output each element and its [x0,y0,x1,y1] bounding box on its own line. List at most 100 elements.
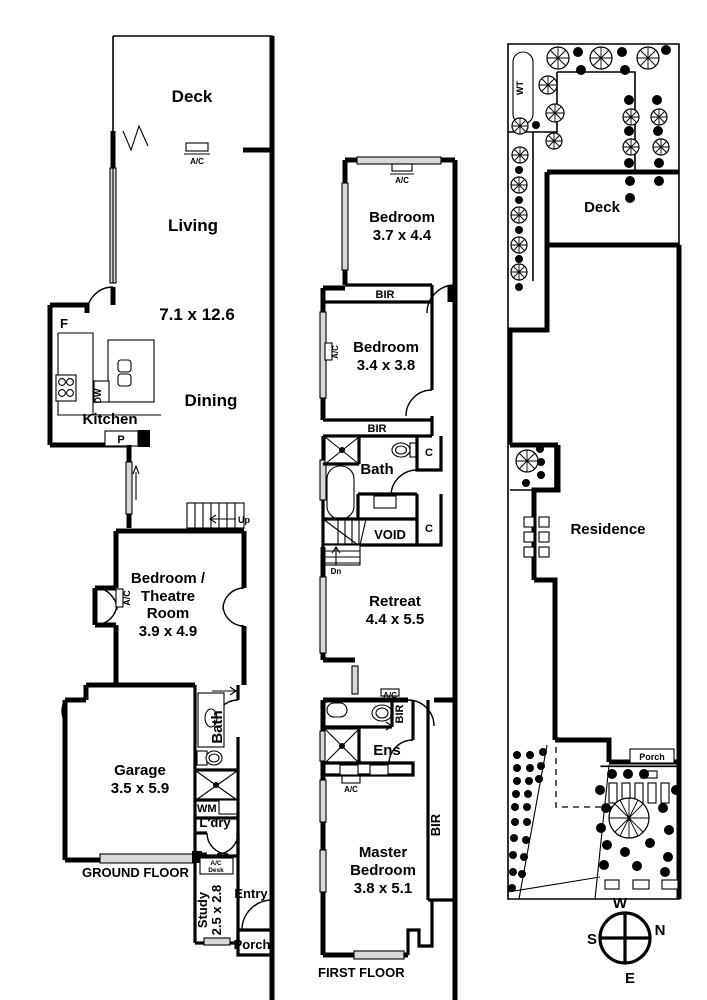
theatre-label-line2: Theatre [141,588,195,605]
ff-cupboard1-label: C [425,447,433,459]
ac-desk-label-line2: Desk [208,867,224,874]
compass-rose: W S N E [587,895,665,987]
ff-ens-toilet-seat [375,707,389,719]
pantry-end-wall [138,430,150,447]
ac-unit-ens-top [380,688,400,697]
cooktop [55,374,77,402]
ff-master-window-1 [319,779,327,823]
entry-door-arc [241,899,273,931]
residence-front-wall [555,737,612,762]
ff-bed2-label: Bedroom [369,209,435,226]
ff-bed3-dims-label: 3.4 x 3.8 [357,357,415,374]
ff-bath-window [319,459,327,501]
garage-dims-label: 3.5 x 5.9 [111,780,169,797]
hall-window [125,461,133,515]
ff-toilet-seat [394,445,408,455]
deck-label-ground: Deck [172,87,213,106]
ff-ens-label: Ens [373,742,401,759]
living-dims-label: 7.1 x 12.6 [159,305,235,324]
ac-theatre-label: A/C [122,590,132,606]
ff-retreat-dims-label: 4.4 x 5.5 [366,611,424,628]
cooktop-burner-2 [66,378,74,386]
residence-jog-3 [534,577,558,740]
deck-step-symbol [122,124,149,152]
ff-ens-shower-drain [339,743,345,749]
fridge-label: F [60,316,68,331]
ff-shower-drain [339,447,345,453]
garage-side-door-arc [61,699,66,723]
ff-cupboard1-outline [415,436,443,472]
ff-stair-treads-down [337,519,360,545]
ac-ens-top-label: A/C [383,691,397,700]
ff-bathtub [326,465,355,520]
ac-desk-label-line1: A/C [210,860,222,867]
shrub-dots [508,45,681,892]
porch-site-box [629,748,675,764]
residence-label: Residence [570,521,645,538]
front-fence-detail [600,765,680,890]
rear-lawn-outline [557,71,636,172]
ac-deck-label: A/C [190,157,204,166]
theatre-dims-label: 3.9 x 4.9 [139,623,197,640]
ac-unit-ff-bed3 [324,342,333,361]
bathtub-drain [204,708,218,728]
theatre-door-arc-right-a [222,587,245,610]
porch-label-ground: Porch [234,937,271,952]
theatre-door-arc-left-b [94,602,118,626]
theatre-door-arc-right-b [222,604,245,627]
ff-bed2-top-window [356,156,442,165]
garage-label: Garage [114,762,166,779]
study-dims-label: 2.5 x 2.8 [209,885,224,936]
kitchen-bench-inner [57,333,93,416]
driveway-dashed-line [555,747,620,808]
ff-void-label: VOID [374,527,406,542]
ff-master-dims-label: 3.8 x 5.1 [354,880,412,897]
cooktop-burner-3 [58,389,66,397]
ff-dn-arrow [331,546,341,565]
kitchen-top-wall [50,302,90,313]
compass-west-label: W [613,895,628,912]
compass-north-label: N [655,922,666,939]
entry-label: Entry [234,886,268,901]
shower-drain [213,782,219,788]
bath-label-ground: Bath [209,710,226,743]
ff-cupboard2-label: C [425,523,433,535]
theatre-label-line3: Room [147,605,190,622]
ff-dn-label: Dn [331,567,342,576]
ac-unit-ff-top [391,163,413,172]
compass-south-label: S [587,931,597,948]
front-fence-line [507,876,601,893]
porch-site-label: Porch [639,752,665,762]
ff-bed3-door-arc [405,389,433,417]
ff-bed3-label: Bedroom [353,339,419,356]
ac-unit-deck [185,142,209,152]
ff-master-corner-jog [406,900,434,955]
laundry-door-arc-a [206,832,229,855]
site-deck-label: Deck [584,199,621,216]
porch-outline [236,930,272,957]
ff-stair-break [359,518,367,546]
ff-ens-bidet [326,702,348,718]
living-label: Living [168,216,218,235]
cooktop-burner-1 [58,378,66,386]
ff-void-diagonal [322,518,359,546]
ff-bath-door-arc [390,469,418,497]
ff-toilet-cistern [409,442,417,458]
direction-arrow-hall [132,465,140,500]
paving-pattern [523,516,550,558]
ac-ff-bed3-label: A/C [331,345,340,359]
first-floor-caption: FIRST FLOOR [318,965,405,980]
theatre-door-arc-left-a [94,587,118,611]
laundry-trough [218,799,238,815]
tree-canopy-group [510,46,670,839]
sink-bowl-2 [117,373,132,387]
compass-east-label: E [625,970,635,987]
ff-bir1-label: BIR [376,289,395,301]
garage-door [99,853,195,864]
study-label: Study [195,891,210,928]
first-floor-plan: A/C Bedroom 3.7 x 4.4 BIR A/C Bedroom 3.… [318,156,458,1000]
cooktop-burner-4 [66,389,74,397]
ff-cupboard2-outline [415,494,443,547]
ff-master-bottom-window [353,950,405,960]
ff-bed2-left-window [341,182,349,271]
